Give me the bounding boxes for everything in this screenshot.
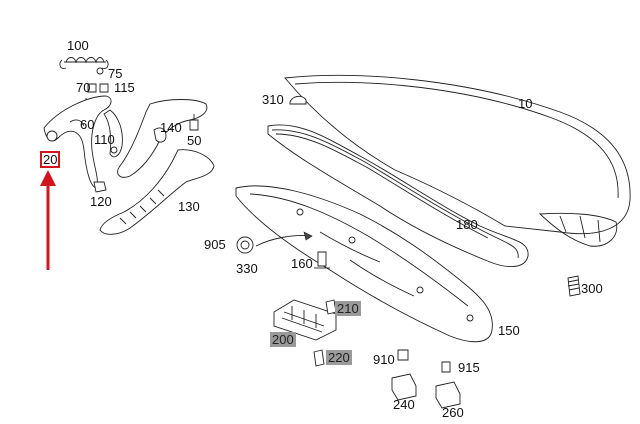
label-20-highlighted: 20 [40, 151, 61, 168]
clips-part [153, 114, 199, 143]
clip-220-part [313, 349, 325, 367]
label-140: 140 [160, 120, 182, 135]
red-arrow-indicator [40, 170, 56, 270]
module-200-part [273, 299, 337, 341]
label-180: 180 [456, 217, 478, 232]
nut-part [93, 181, 107, 193]
label-100: 100 [67, 38, 89, 53]
label-150: 150 [498, 323, 520, 338]
label-130: 130 [178, 199, 200, 214]
module-260-part [435, 361, 461, 409]
label-10: 10 [518, 96, 533, 111]
inner-panel-part [235, 185, 493, 343]
label-260: 260 [442, 405, 464, 420]
label-70: 70 [76, 80, 91, 95]
label-120: 120 [90, 194, 112, 209]
label-200: 200 [270, 332, 296, 347]
hinge-arm-part [43, 95, 112, 189]
pin-part [314, 251, 330, 269]
label-50: 50 [187, 133, 202, 148]
label-330: 330 [236, 261, 258, 276]
label-310: 310 [262, 92, 284, 107]
trunk-lid-part [284, 74, 631, 247]
label-110: 110 [94, 132, 115, 147]
label-915: 915 [458, 360, 480, 375]
label-240: 240 [393, 397, 415, 412]
label-300: 300 [581, 281, 603, 296]
label-220: 220 [326, 350, 352, 365]
spring-part [59, 57, 109, 69]
seal-part [267, 124, 529, 267]
label-115: 115 [114, 80, 135, 95]
label-60: 60 [80, 117, 95, 132]
label-160: 160 [291, 256, 313, 271]
label-910: 910 [373, 352, 395, 367]
cap-part [236, 231, 313, 254]
module-240-part [391, 349, 417, 401]
label-905: 905 [204, 237, 226, 252]
label-210: 210 [335, 301, 361, 316]
bump-300-part [567, 275, 581, 297]
bump-stop-part [289, 95, 307, 105]
label-75: 75 [108, 66, 123, 81]
linkage-part [103, 109, 123, 158]
